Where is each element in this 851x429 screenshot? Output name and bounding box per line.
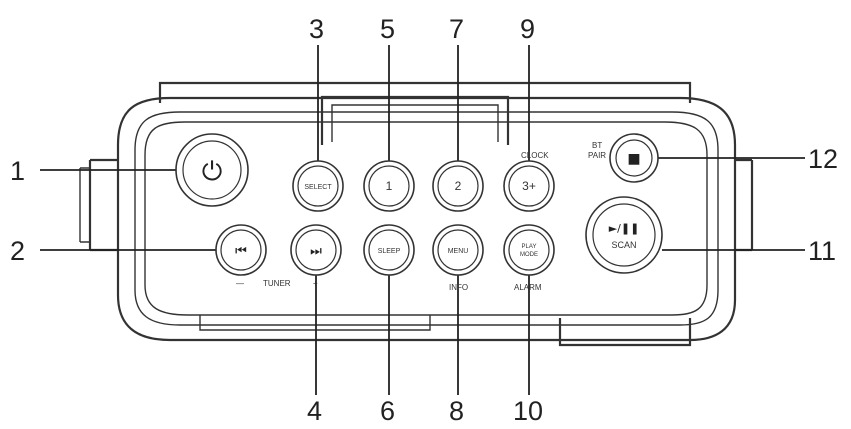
tuner-label: TUNER [263, 279, 291, 288]
pair-label: PAIR [588, 151, 606, 160]
preset-3-button[interactable]: 3+ [503, 160, 555, 212]
prev-button[interactable]: ⏮ [215, 224, 267, 276]
callout-5: 5 [380, 14, 395, 44]
prev-icon: ⏮ [235, 244, 247, 259]
play-pause-scan-button[interactable]: ►/❚❚ SCAN [585, 196, 663, 274]
preset-1-label: 1 [386, 179, 393, 193]
stop-icon: ■ [627, 151, 640, 167]
callout-9: 9 [520, 14, 535, 44]
plus-label: + [313, 279, 318, 288]
power-icon: ⏻ [202, 157, 223, 187]
stop-button[interactable]: ■ [609, 133, 659, 183]
next-icon: ⏭ [310, 244, 322, 259]
callout-10: 10 [513, 396, 543, 426]
callout-12: 12 [808, 144, 838, 174]
play-mode-label-line1: PLAY [522, 244, 537, 250]
scan-label: SCAN [611, 240, 636, 250]
select-label: SELECT [304, 184, 332, 191]
callout-11: 11 [808, 236, 836, 266]
power-button[interactable]: ⏻ [175, 133, 249, 207]
callout-1: 1 [10, 156, 25, 186]
preset-2-button[interactable]: 2 [432, 160, 484, 212]
play-mode-button[interactable]: PLAY MODE [503, 224, 555, 276]
callout-2: 2 [10, 236, 25, 266]
minus-label: — [236, 279, 244, 288]
callout-8: 8 [449, 396, 464, 426]
bt-label: BT [592, 141, 602, 150]
callout-7: 7 [449, 14, 464, 44]
callout-4: 4 [307, 396, 322, 426]
clock-label: CLOCK [521, 151, 549, 160]
info-label: INFO [449, 283, 468, 292]
preset-3-label: 3+ [522, 179, 536, 193]
callout-3: 3 [309, 14, 324, 44]
sleep-button[interactable]: SLEEP [363, 224, 415, 276]
menu-button[interactable]: MENU [432, 224, 484, 276]
play-pause-icon: ►/❚❚ [609, 222, 640, 235]
alarm-label: ALARM [514, 283, 542, 292]
menu-label: MENU [448, 248, 469, 255]
next-button[interactable]: ⏭ [290, 224, 342, 276]
play-mode-label-line2: MODE [520, 252, 538, 258]
select-button[interactable]: SELECT [292, 160, 344, 212]
sleep-label: SLEEP [378, 248, 401, 255]
preset-1-button[interactable]: 1 [363, 160, 415, 212]
preset-2-label: 2 [455, 179, 462, 193]
callout-6: 6 [380, 396, 395, 426]
